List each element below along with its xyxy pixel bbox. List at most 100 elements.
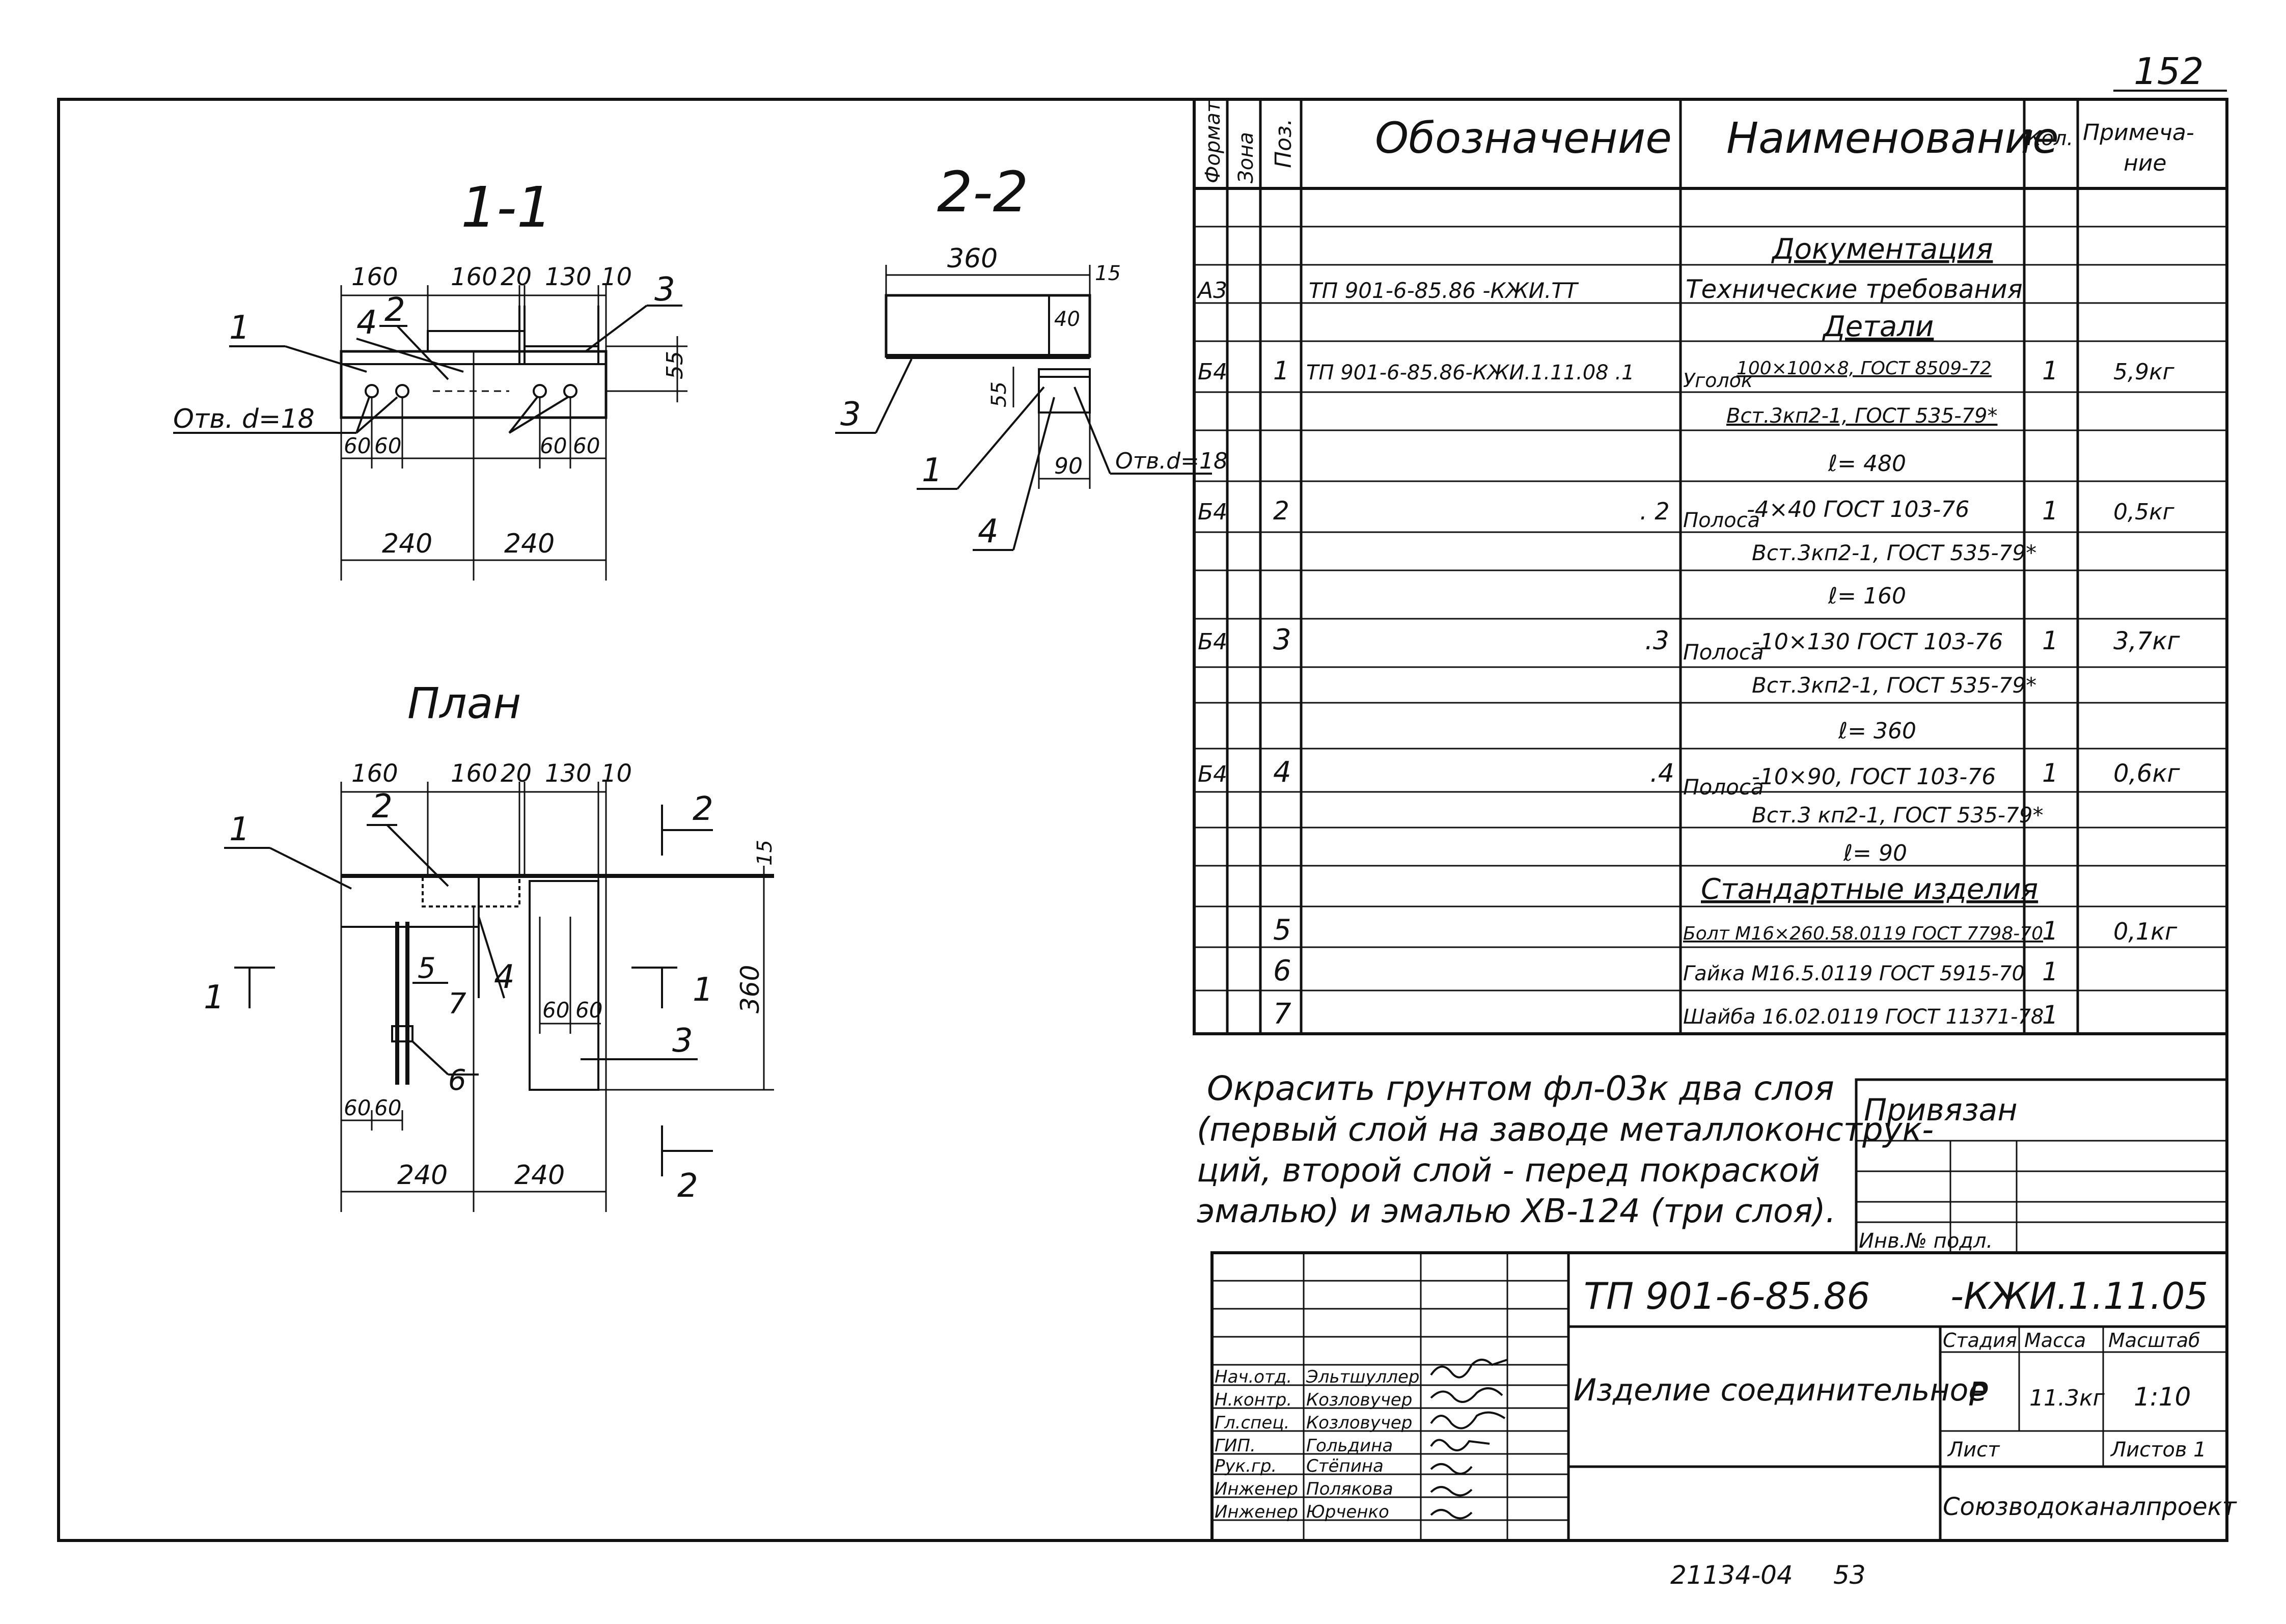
callout-1-22: 1 <box>922 452 943 489</box>
hdr-designation: Обозначение <box>1375 113 1672 163</box>
notes: Окрасить грунтом фл-03к два слоя (первый… <box>1197 1069 1934 1230</box>
role-1: Нач.отд. <box>1215 1367 1292 1387</box>
footer-page: 53 <box>1833 1560 1866 1590</box>
item-3-l2: Вст.3кп2-1, ГОСТ 535-79* <box>1752 673 2036 698</box>
item-3-pos: 3 <box>1273 623 1291 656</box>
plan-dim-60-1: 60 <box>344 1095 371 1120</box>
dim-60-1: 60 <box>344 433 371 458</box>
title-col-mass: Масса <box>2024 1329 2086 1352</box>
plan-callout-5: 5 <box>418 952 436 985</box>
section-mark-2-bottom: 2 <box>677 1167 698 1205</box>
dim-15-22: 15 <box>1095 262 1121 285</box>
section-2-2-title: 2-2 <box>937 159 1029 225</box>
role-5-name: Стёпина <box>1306 1456 1384 1476</box>
dim-130: 130 <box>545 263 592 291</box>
plan-callout-1: 1 <box>229 811 250 848</box>
dim-240b: 240 <box>504 529 555 559</box>
plan-callout-2: 2 <box>372 788 393 825</box>
item-1-pos: 1 <box>1273 356 1289 386</box>
dim-360-22: 360 <box>947 243 998 274</box>
sec-std: Стандартные изделия <box>1701 873 2038 906</box>
std-2-qty: 1 <box>2042 957 2058 986</box>
std-1-pos: 5 <box>1273 914 1291 947</box>
item-3-note: 3,7кг <box>2113 627 2180 655</box>
plan-dim-20: 20 <box>501 759 532 788</box>
plan-dim-60-2: 60 <box>374 1095 401 1120</box>
section-1-1: 1-1 160 160 20 130 10 55 <box>173 175 688 581</box>
hole-3 <box>533 384 547 398</box>
plan-callout-4: 4 <box>494 958 515 996</box>
item-3-format: Б4 <box>1198 629 1227 655</box>
title-stage: Р <box>1968 1376 1988 1414</box>
hdr-note-2: ние <box>2124 150 2166 176</box>
sheet-number: 152 <box>2134 50 2204 93</box>
dim-55-22: 55 <box>987 381 1011 407</box>
plan-callout-3: 3 <box>672 1022 693 1060</box>
item-4-l2: Вст.3 кп2-1, ГОСТ 535-79* <box>1752 803 2043 828</box>
hdr-name: Наименование <box>1726 113 2059 163</box>
plan-title: План <box>407 678 521 728</box>
dim-60-4: 60 <box>573 433 600 458</box>
note-line-2: (первый слой на заводе металлоконструк- <box>1197 1111 1934 1149</box>
title-col-scale: Масштаб <box>2108 1329 2200 1352</box>
hole-label-2-2: Отв.d=18 <box>1115 448 1228 474</box>
plan-dim-130: 130 <box>545 759 592 788</box>
item-3-qty: 1 <box>2042 626 2058 655</box>
role-4: ГИП. <box>1215 1436 1256 1456</box>
binding-title: Привязан <box>1864 1092 2018 1128</box>
doc-format: А3 <box>1196 278 1227 304</box>
note-line-3: ций, второй слой - перед покраской <box>1197 1152 1820 1190</box>
hole-1 <box>365 384 379 398</box>
callout-3: 3 <box>654 271 675 309</box>
item-1-prefix: Уголок <box>1683 369 1753 392</box>
title-mass: 11.3кг <box>2029 1385 2105 1411</box>
std-items: 5 Болт М16×260.58.0119 ГОСТ 7798-70 1 0,… <box>1273 914 2178 1031</box>
title-roles: Нач.отд. Эльтшуллер Н.контр. Козловучер … <box>1215 1367 1420 1522</box>
spec-table <box>1193 98 2228 1035</box>
plan-callout-7: 7 <box>448 987 466 1021</box>
strip-2 <box>427 330 526 352</box>
section-mark-1-left: 1 <box>204 979 225 1016</box>
footer-code: 21134-04 <box>1670 1560 1793 1590</box>
std-1-name: Болт М16×260.58.0119 ГОСТ 7798-70 <box>1683 923 2043 944</box>
role-2-name: Козловучер <box>1306 1390 1412 1410</box>
item-4-pos: 4 <box>1273 756 1291 789</box>
std-1-note: 0,1кг <box>2113 918 2178 945</box>
section-mark-1-right: 1 <box>693 971 713 1009</box>
hole-label-1-1: Отв. d=18 <box>173 404 315 434</box>
item-4-l1: -10×90, ГОСТ 103-76 <box>1752 764 1996 790</box>
plan-dim-360: 360 <box>735 965 765 1013</box>
item-2-note: 0,5кг <box>2113 499 2175 525</box>
role-7: Инженер <box>1215 1502 1298 1522</box>
callout-4: 4 <box>356 304 377 342</box>
dim-60-3: 60 <box>540 433 567 458</box>
item-3-prefix: Полоса <box>1683 640 1764 665</box>
dim-60-2: 60 <box>374 433 401 458</box>
item-2-l2: Вст.3кп2-1, ГОСТ 535-79* <box>1752 540 2036 565</box>
role-5: Рук.гр. <box>1215 1456 1277 1476</box>
title-code-left: ТП 901-6-85.86 <box>1584 1275 1870 1317</box>
std-2-pos: 6 <box>1273 954 1291 987</box>
role-7-name: Юрченко <box>1306 1502 1389 1522</box>
title-item-name: Изделие соединительное <box>1574 1372 1987 1408</box>
callout-2: 2 <box>384 291 405 329</box>
title-code-right: -КЖИ.1.11.05 <box>1950 1275 2208 1317</box>
item-4-prefix: Полоса <box>1683 775 1764 800</box>
binding-block <box>1855 1078 2228 1254</box>
plan-dim-240b: 240 <box>514 1160 565 1191</box>
item-3-l3: ℓ= 360 <box>1838 718 1916 744</box>
plan-view: План 160 160 20 130 10 60 60 60 60 <box>204 678 777 1212</box>
role-2: Н.контр. <box>1215 1390 1292 1410</box>
role-3: Гл.спец. <box>1215 1413 1289 1433</box>
plan-dim-240a: 240 <box>397 1160 448 1191</box>
hdr-qty: Кол. <box>2027 127 2073 150</box>
plan-dim-10: 10 <box>601 759 632 788</box>
title-col-stage: Стадия <box>1943 1329 2017 1352</box>
std-3-pos: 7 <box>1273 998 1291 1031</box>
dim-160b: 160 <box>451 263 498 291</box>
sec-docs: Документация <box>1771 233 1993 266</box>
item-1-format: Б4 <box>1198 359 1227 385</box>
role-6-name: Полякова <box>1306 1479 1393 1499</box>
title-sheet-label: Лист <box>1947 1438 2000 1462</box>
